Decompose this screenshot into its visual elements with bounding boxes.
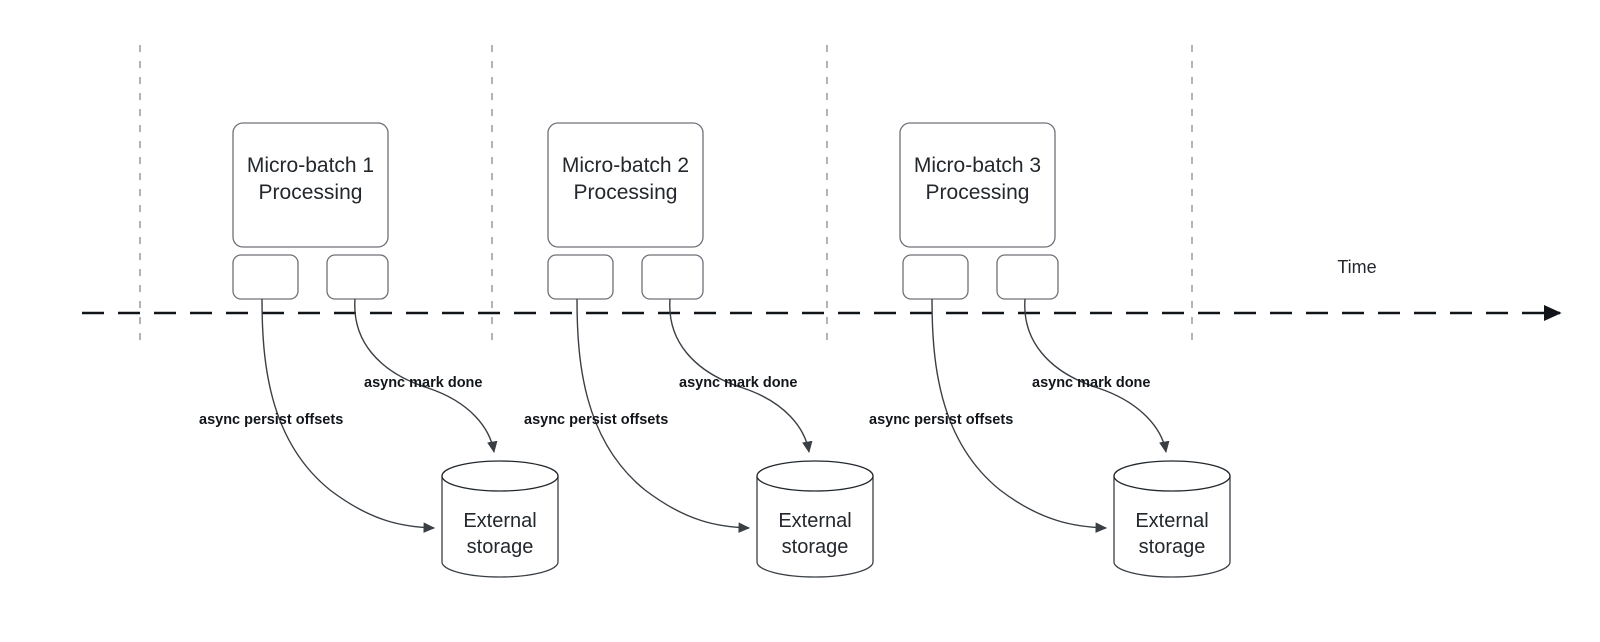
group-3-storage-label-line2: storage bbox=[1139, 536, 1206, 558]
group-2-async-persist-offsets-label: async persist offsets bbox=[524, 412, 668, 428]
group-2-cylinder-body bbox=[756, 476, 874, 578]
group-3-storage-label-line1: External bbox=[1135, 510, 1208, 532]
group-2-storage-label-line1: External bbox=[778, 510, 851, 532]
group-1-storage-label-line2: storage bbox=[467, 536, 534, 558]
group-1-task-box-right[interactable] bbox=[326, 254, 389, 300]
group-2: Micro-batch 2 Processing async persist o… bbox=[524, 122, 874, 578]
group-3-async-persist-offsets-label: async persist offsets bbox=[869, 412, 1013, 428]
group-1-cylinder-body bbox=[441, 476, 559, 578]
group-3-async-mark-done-curve bbox=[1024, 298, 1170, 454]
group-2-async-mark-done-label: async mark done bbox=[679, 375, 797, 391]
group-2-task-box-right[interactable] bbox=[641, 254, 704, 300]
micro-batch-3-label-line2: Processing bbox=[926, 181, 1030, 204]
group-1-external-storage-cylinder[interactable]: External storage bbox=[441, 460, 559, 578]
micro-batch-2-label-line1: Micro-batch 2 bbox=[562, 154, 689, 177]
group-3-task-box-right[interactable] bbox=[996, 254, 1059, 300]
group-3-cylinder-top bbox=[1113, 460, 1231, 492]
group-1-async-persist-offsets-curve bbox=[261, 298, 436, 533]
group-2-external-storage-cylinder[interactable]: External storage bbox=[756, 460, 874, 578]
group-2-cylinder-top bbox=[756, 460, 874, 492]
micro-batch-2-box[interactable] bbox=[547, 122, 704, 248]
micro-batch-2-label-line2: Processing bbox=[574, 181, 678, 204]
group-3-cylinder-body bbox=[1113, 476, 1231, 578]
group-3-external-storage-cylinder[interactable]: External storage bbox=[1113, 460, 1231, 578]
group-1-async-mark-done-label: async mark done bbox=[364, 375, 482, 391]
tick-lines-layer bbox=[139, 45, 1193, 347]
group-1-task-box-left[interactable] bbox=[232, 254, 299, 300]
group-3-async-persist-offsets-curve bbox=[931, 298, 1108, 533]
group-3-task-box-left[interactable] bbox=[902, 254, 969, 300]
micro-batch-1-box[interactable] bbox=[232, 122, 389, 248]
group-1-storage-label-line1: External bbox=[463, 510, 536, 532]
group-3-async-mark-done-label: async mark done bbox=[1032, 375, 1150, 391]
group-2-async-persist-offsets-curve bbox=[576, 298, 751, 533]
group-3: Micro-batch 3 Processing async persist o… bbox=[869, 122, 1231, 578]
micro-batch-1-label-line2: Processing bbox=[259, 181, 363, 204]
timeline-axis: Time bbox=[82, 257, 1562, 321]
timeline-axis-label: Time bbox=[1337, 257, 1376, 277]
group-1-cylinder-top bbox=[441, 460, 559, 492]
group-1-async-mark-done-curve bbox=[354, 298, 498, 454]
group-2-async-mark-done-curve bbox=[669, 298, 813, 454]
group-2-task-box-left[interactable] bbox=[547, 254, 614, 300]
group-1-async-persist-offsets-label: async persist offsets bbox=[199, 412, 343, 428]
micro-batch-3-box[interactable] bbox=[899, 122, 1056, 248]
group-2-storage-label-line2: storage bbox=[782, 536, 849, 558]
micro-batch-1-label-line1: Micro-batch 1 bbox=[247, 154, 374, 177]
group-1: Micro-batch 1 Processing async persist o… bbox=[199, 122, 559, 578]
micro-batch-3-label-line1: Micro-batch 3 bbox=[914, 154, 1041, 177]
